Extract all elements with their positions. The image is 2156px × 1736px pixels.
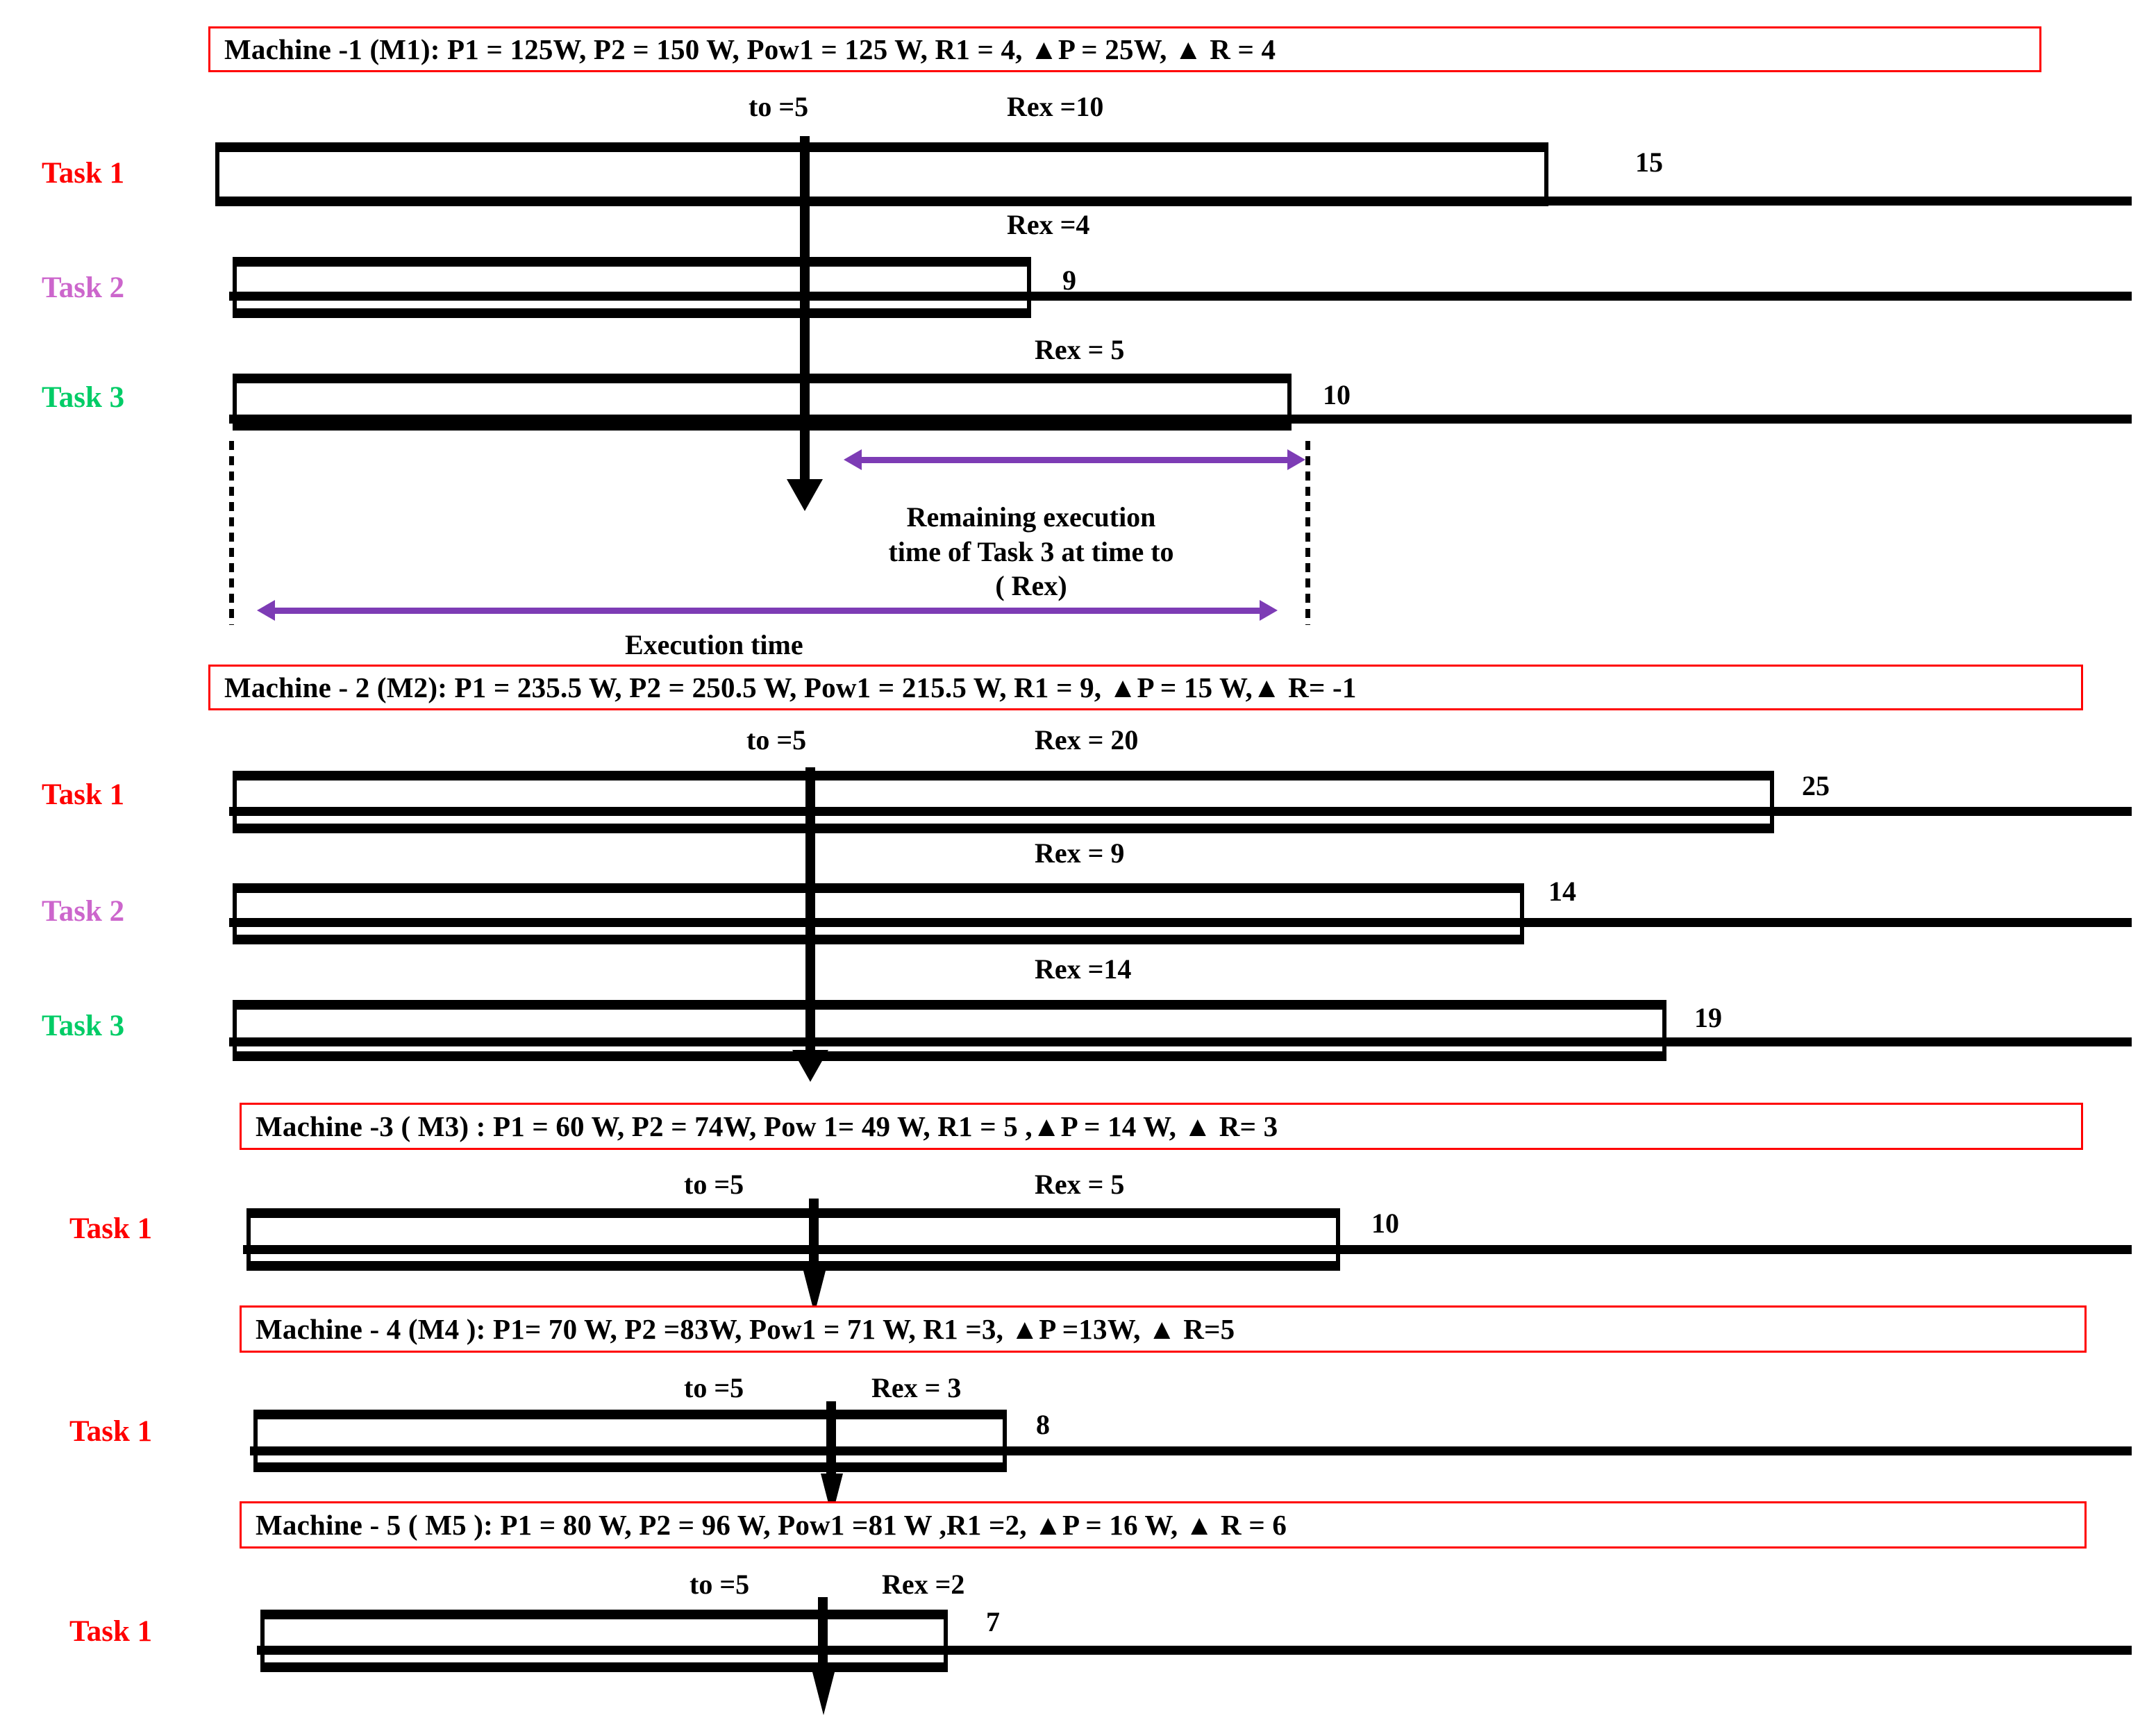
machine-1-task-2-label: Task 2 (42, 272, 125, 304)
machine-2-task-3-label: Task 3 (42, 1010, 125, 1042)
machine-5-task-1-bar (260, 1610, 948, 1672)
remaining-execution-annotation: Remaining execution time of Task 3 at ti… (888, 501, 1174, 602)
machine-4-task-1-rex-label: Rex = 3 (871, 1372, 962, 1403)
machine-2-task-3-end-label: 19 (1694, 1002, 1722, 1033)
machine-4-task-1-label: Task 1 (69, 1415, 153, 1448)
machine-1-task-2-end-label: 9 (1062, 265, 1076, 296)
machine-1-task-3-bar (233, 374, 1292, 431)
machine-1-task-2-rex-label: Rex =4 (1007, 209, 1090, 240)
machine-4-task-1-end-label: 8 (1036, 1409, 1050, 1440)
machine-4-task-1-bar (253, 1410, 1007, 1472)
remaining-execution-measure-arrow (844, 448, 1305, 471)
machine-2-task-2-bar (233, 883, 1524, 944)
machine-2-task-1-end-label: 25 (1802, 770, 1830, 801)
machine-1-task-3-rex-label: Rex = 5 (1035, 334, 1125, 365)
machine-4-to-label: to =5 (684, 1372, 744, 1403)
machine-3-to-marker-line (809, 1199, 819, 1275)
machine-3-header-text: Machine -3 ( M3) : P1 = 60 W, P2 = 74W, … (256, 1110, 1278, 1142)
machine-5-to-marker-line (818, 1597, 828, 1675)
machine-2-task-3-axis (229, 1037, 2132, 1046)
machine-1-task-1-label: Task 1 (42, 157, 125, 190)
machine-4-to-marker-line (826, 1401, 836, 1478)
execution-time-right-guide (1305, 441, 1310, 625)
machine-5-task-1-axis (257, 1646, 2132, 1655)
machine-3-to-label: to =5 (684, 1169, 744, 1200)
machine-2-task-1-axis (229, 807, 2132, 816)
arrow-head-right-icon (1260, 600, 1278, 621)
machine-2-task-1-rex-label: Rex = 20 (1035, 724, 1139, 756)
arrow-shaft (269, 608, 1266, 614)
machine-5-to-label: to =5 (690, 1569, 750, 1600)
machine-5-header-text: Machine - 5 ( M5 ): P1 = 80 W, P2 = 96 W… (256, 1509, 1287, 1541)
execution-time-measure-arrow (257, 599, 1278, 622)
machine-2-task-1-label: Task 1 (42, 778, 125, 811)
execution-time-caption: Execution time (625, 629, 803, 660)
machine-2-to-marker-line (805, 767, 815, 1053)
machine-5-task-1-rex-label: Rex =2 (882, 1569, 965, 1600)
machine-4-header-text: Machine - 4 (M4 ): P1= 70 W, P2 =83W, Po… (256, 1313, 1235, 1345)
machine-4-header-box: Machine - 4 (M4 ): P1= 70 W, P2 =83W, Po… (240, 1305, 2087, 1353)
machine-1-task-2-bar (233, 257, 1031, 318)
machine-1-header-text: Machine -1 (M1): P1 = 125W, P2 = 150 W, … (224, 33, 1276, 65)
machine-1-header-box: Machine -1 (M1): P1 = 125W, P2 = 150 W, … (208, 26, 2041, 72)
machine-2-header-box: Machine - 2 (M2): P1 = 235.5 W, P2 = 250… (208, 665, 2083, 710)
machine-2-task-3-bar (233, 1000, 1666, 1061)
machine-4-task-1-axis (250, 1446, 2132, 1455)
arrow-shaft (855, 457, 1294, 463)
machine-1-to-marker-line (800, 136, 810, 483)
machine-2-task-3-rex-label: Rex =14 (1035, 953, 1132, 985)
machine-2-header-text: Machine - 2 (M2): P1 = 235.5 W, P2 = 250… (224, 671, 1357, 703)
machine-2-task-2-label: Task 2 (42, 895, 125, 928)
machine-5-to-marker-arrow-icon (812, 1672, 835, 1715)
machine-1-task-1-rex-label: Rex =10 (1007, 91, 1104, 122)
machine-2-task-2-end-label: 14 (1548, 876, 1576, 907)
machine-2-to-label: to =5 (746, 724, 807, 756)
machine-1-task-2-axis (229, 292, 2132, 301)
execution-time-left-guide (229, 441, 234, 625)
machine-2-task-1-bar (233, 771, 1774, 833)
machine-1-to-marker-arrow-icon (787, 479, 823, 511)
machine-5-task-1-label: Task 1 (69, 1615, 153, 1648)
machine-1-task-1-end-label: 15 (1635, 147, 1663, 178)
machine-2-task-2-rex-label: Rex = 9 (1035, 837, 1125, 869)
arrow-head-right-icon (1287, 449, 1305, 470)
machine-3-header-box: Machine -3 ( M3) : P1 = 60 W, P2 = 74W, … (240, 1103, 2083, 1150)
machine-1-task-3-end-label: 10 (1323, 379, 1351, 410)
machine-3-task-1-end-label: 10 (1371, 1208, 1399, 1239)
machine-2-task-2-axis (229, 918, 2132, 927)
machine-5-header-box: Machine - 5 ( M5 ): P1 = 80 W, P2 = 96 W… (240, 1501, 2087, 1549)
machine-1-to-label: to =5 (749, 91, 809, 122)
machine-3-task-1-axis (243, 1245, 2132, 1254)
machine-1-task-3-label: Task 3 (42, 381, 125, 414)
machine-3-task-1-label: Task 1 (69, 1212, 153, 1245)
machine-5-task-1-end-label: 7 (986, 1606, 1000, 1637)
machine-3-task-1-rex-label: Rex = 5 (1035, 1169, 1125, 1200)
machine-2-to-marker-arrow-icon (792, 1050, 828, 1082)
machine-1-task-1-bar (215, 142, 1548, 206)
machine-3-task-1-bar (246, 1208, 1340, 1271)
